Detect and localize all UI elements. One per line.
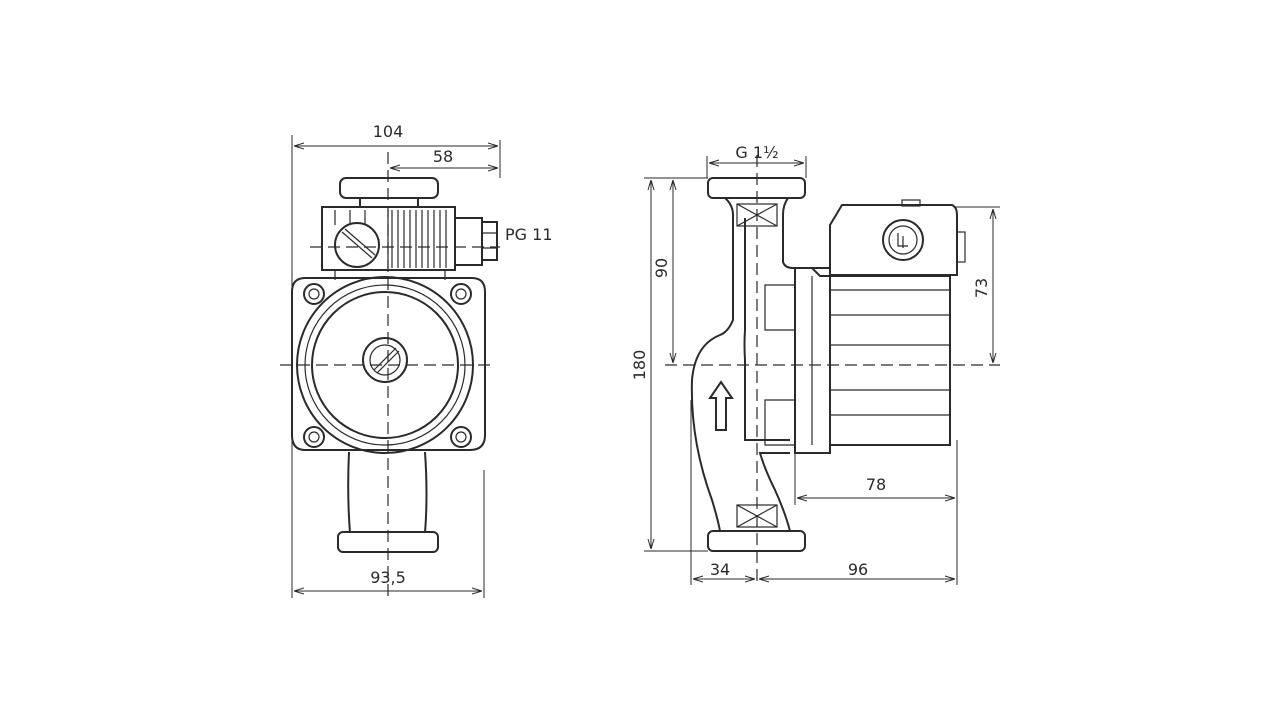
dim-motor-height: 73 [972,278,991,298]
cable-gland-label: PG 11 [505,225,553,244]
flow-direction-arrow-icon [708,380,734,431]
dim-axis-to-end: 96 [848,560,868,579]
dim-half-length: 90 [652,258,671,278]
dim-body-width: 93,5 [370,568,406,587]
dim-motor-length: 78 [866,475,886,494]
front-view: PG 11 104 58 93,5 [280,122,553,600]
dim-thread: G 1½ [735,143,778,162]
screw-icons [303,283,472,448]
side-view: G 1½ 180 90 73 78 34 96 [630,143,1000,585]
dim-length: 180 [630,350,649,381]
dim-offset: 58 [433,147,453,166]
dim-total-width: 104 [373,122,404,141]
dim-axis-to-pipe: 34 [710,560,730,579]
